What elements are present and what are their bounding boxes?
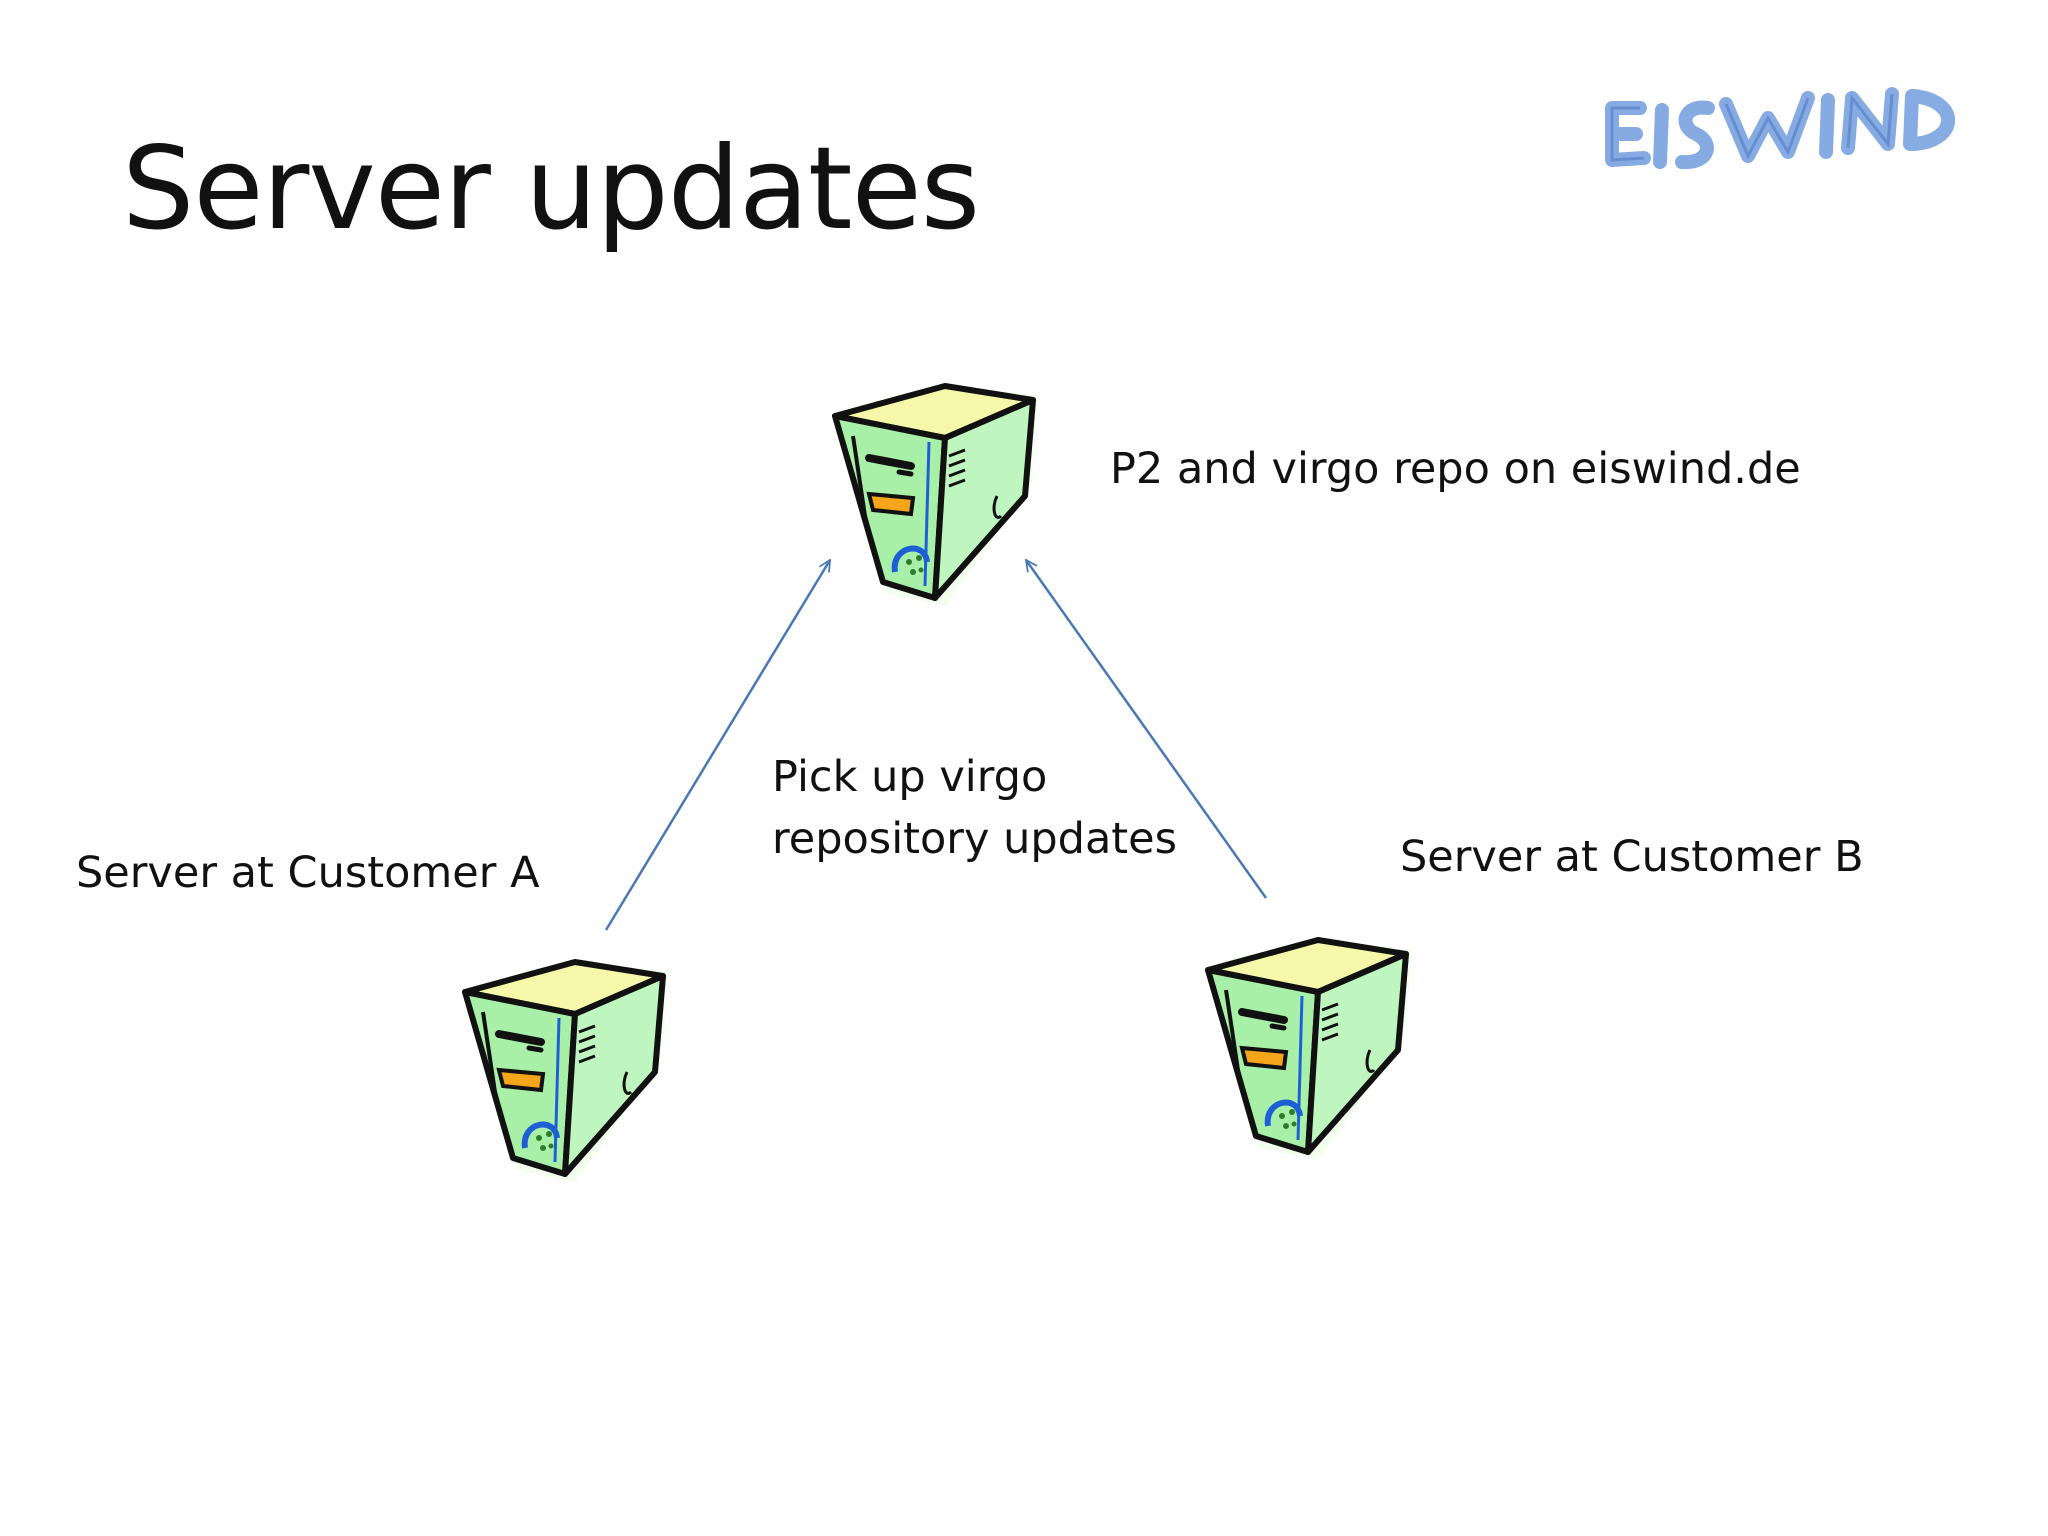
update-flow-label-line1: Pick up virgo	[772, 752, 1048, 802]
update-flow-label-line2: repository updates	[772, 814, 1178, 865]
update-flow-label: Pick up virgo repository updates	[772, 746, 1177, 871]
server-tower-icon	[1205, 937, 1412, 1160]
arrow-customer-a-to-repo	[604, 560, 832, 931]
customer-b-server-label: Server at Customer B	[1400, 832, 1864, 882]
slide-title: Server updates	[122, 122, 980, 255]
server-tower-icon	[462, 959, 669, 1182]
eiswind-logo	[1605, 87, 1955, 170]
repo-server-label: P2 and virgo repo on eiswind.de	[1110, 444, 1801, 494]
server-tower-icon	[832, 383, 1039, 606]
customer-a-server-label: Server at Customer A	[76, 848, 540, 898]
